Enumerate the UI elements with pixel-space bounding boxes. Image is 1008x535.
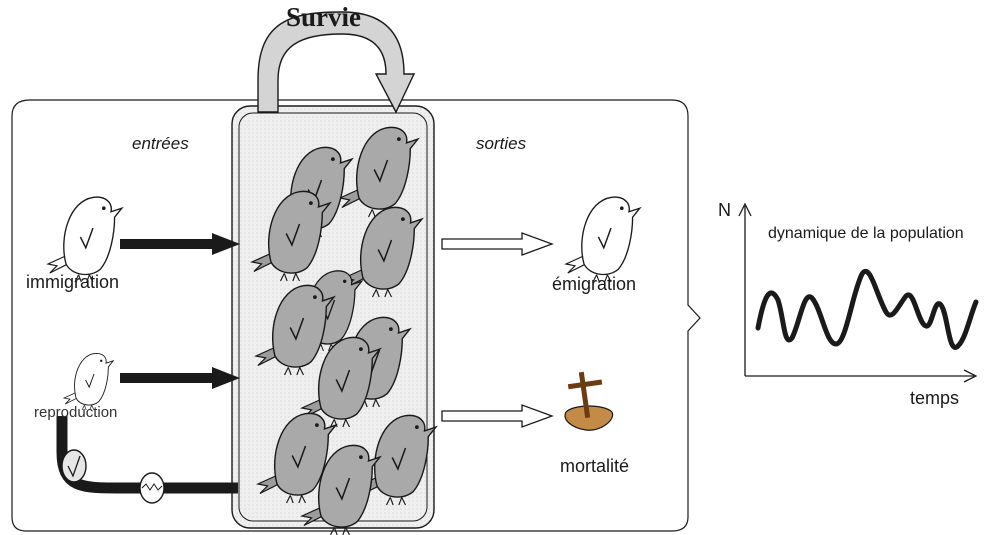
egg-2 <box>139 472 165 504</box>
population-graph <box>738 202 979 383</box>
graph-caption: dynamique de la population <box>768 225 964 242</box>
reproduction-label: reproduction <box>34 404 118 421</box>
emigration-label: émigration <box>552 274 637 294</box>
emigration-bird <box>565 196 641 283</box>
system-frame <box>11 99 701 532</box>
mortality-label: mortalité <box>560 456 630 476</box>
immigration-label: immigration <box>26 272 120 292</box>
graph-y-label: N <box>718 200 731 220</box>
inputs-heading: entrées <box>132 134 189 153</box>
grave-icon <box>564 371 614 431</box>
mortality-arrow <box>441 404 554 428</box>
immigration-arrow <box>120 233 240 255</box>
survival-title: Survie <box>286 2 362 32</box>
egg-1 <box>61 449 87 483</box>
graph-x-arrowhead <box>963 369 978 383</box>
reproduction-bird <box>63 352 114 411</box>
reproduction-arrow <box>120 367 240 389</box>
emigration-arrow <box>441 232 554 256</box>
graph-x-label: temps <box>910 388 960 408</box>
population-curve <box>755 269 979 350</box>
immigration-bird <box>47 196 123 283</box>
outputs-heading: sorties <box>476 134 527 153</box>
recruitment-pipe <box>56 416 238 494</box>
survival-loop-arrow <box>257 11 416 114</box>
graph-y-arrowhead <box>738 202 752 217</box>
